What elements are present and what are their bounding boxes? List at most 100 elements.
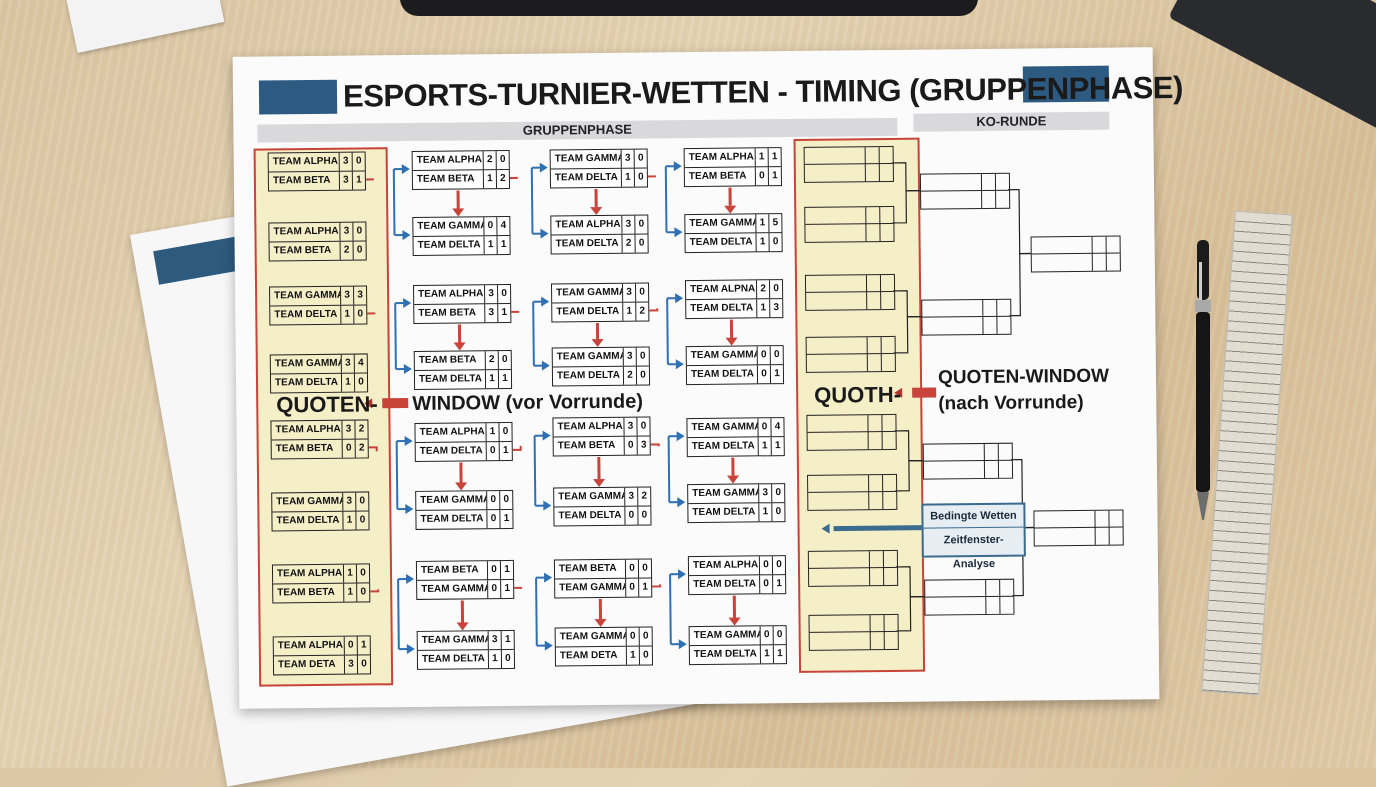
score-1: 0 bbox=[624, 437, 637, 455]
score-1: 3 bbox=[488, 631, 501, 649]
team-name: TEAM ALPHA bbox=[271, 421, 341, 440]
ko-match-slot bbox=[1031, 236, 1121, 273]
connector-blue bbox=[394, 169, 405, 235]
score-2: 4 bbox=[496, 217, 509, 235]
team-name: TEAM ALPHA bbox=[689, 556, 759, 575]
team-name: TEAM ALPHA bbox=[414, 285, 484, 304]
score-2: 4 bbox=[354, 354, 367, 372]
arrow-icon bbox=[402, 164, 410, 174]
score-1: 0 bbox=[626, 628, 639, 646]
ko-slot-line bbox=[1108, 511, 1109, 545]
score-2: 0 bbox=[354, 373, 367, 391]
team-name: TEAM BETA bbox=[417, 561, 487, 580]
connector-blue bbox=[536, 578, 547, 646]
score-2: 0 bbox=[635, 283, 648, 301]
connector-blue bbox=[535, 436, 546, 506]
ko-slot-line bbox=[881, 337, 882, 371]
team-name: TEAM ALPHA bbox=[413, 151, 483, 170]
team-name: TEAM ALPHA bbox=[553, 418, 623, 437]
ko-match-slot bbox=[807, 474, 897, 511]
ko-slot-line bbox=[984, 444, 985, 478]
team-name: TEAM ALPHA bbox=[274, 637, 344, 656]
score-2: 0 bbox=[769, 280, 782, 298]
score-2: 3 bbox=[353, 286, 366, 304]
connector-blue bbox=[670, 574, 681, 644]
ko-connector bbox=[1008, 189, 1031, 253]
team-name: TEAM GAMMA bbox=[554, 488, 624, 507]
score-2: 0 bbox=[357, 655, 370, 673]
connector-red bbox=[649, 308, 657, 310]
team-name: TEAM DETA bbox=[274, 656, 344, 675]
ko-match-slot bbox=[1033, 510, 1123, 547]
team-name: TEAM BETA bbox=[272, 440, 342, 459]
score-1: 3 bbox=[622, 284, 635, 302]
team-name: TEAM DELTA bbox=[686, 299, 756, 318]
score-2: 0 bbox=[634, 169, 647, 187]
score-1: 2 bbox=[621, 235, 634, 253]
score-1: 0 bbox=[757, 346, 770, 364]
ko-match-slot bbox=[921, 299, 1011, 336]
arrow-icon bbox=[543, 501, 551, 511]
score-2: 1 bbox=[773, 645, 786, 663]
score-1: 1 bbox=[483, 170, 496, 188]
ko-slot-line bbox=[865, 207, 866, 241]
team-name: TEAM GAMMA bbox=[556, 628, 626, 647]
score-2: 2 bbox=[355, 439, 368, 457]
ko-slot-line bbox=[879, 207, 880, 241]
score-2: 5 bbox=[768, 214, 781, 232]
team-name: TEAM DELTA bbox=[687, 365, 757, 384]
team-name: TEAM GAMMA bbox=[688, 484, 758, 503]
score-2: 0 bbox=[639, 627, 652, 645]
connector-blue bbox=[395, 303, 406, 369]
ko-slot-line bbox=[999, 580, 1000, 614]
team-name: TEAM DELTA bbox=[552, 303, 622, 322]
score-2: 1 bbox=[768, 167, 781, 185]
note-line-1: Bedingte Wetten bbox=[923, 505, 1023, 528]
team-name: TEAM GAMMA bbox=[272, 493, 342, 512]
score-1: 2 bbox=[483, 151, 496, 169]
score-1: 0 bbox=[486, 491, 499, 509]
ko-connector bbox=[895, 461, 923, 491]
team-name: TEAM ALPHA bbox=[269, 153, 339, 172]
score-2: 1 bbox=[768, 148, 781, 166]
score-1: 2 bbox=[756, 280, 769, 298]
score-1: 0 bbox=[755, 167, 768, 185]
ko-connector bbox=[1009, 253, 1032, 315]
score-1: 3 bbox=[621, 150, 634, 168]
team-name: TEAM GAMMA bbox=[553, 348, 623, 367]
down-arrow-icon bbox=[592, 339, 604, 347]
ko-slot-line bbox=[881, 415, 882, 449]
team-name: TEAM BETA bbox=[414, 304, 484, 323]
score-2: 0 bbox=[498, 423, 511, 441]
team-name: TEAM GAMMA bbox=[552, 284, 622, 303]
score-2: 4 bbox=[770, 418, 783, 436]
